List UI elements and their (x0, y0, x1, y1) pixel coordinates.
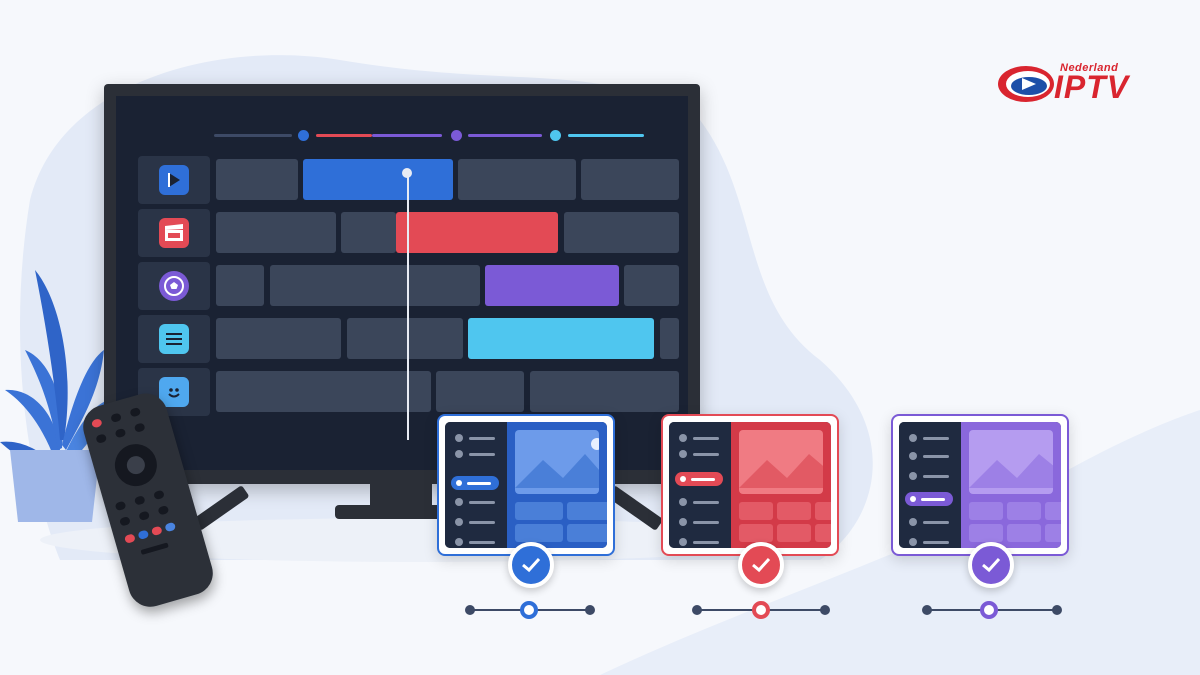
tv-stand-base (335, 505, 463, 519)
preview-content (731, 422, 831, 548)
image-placeholder-icon (969, 430, 1053, 494)
program-slot-highlight-red[interactable] (396, 212, 558, 253)
program-slot[interactable] (458, 159, 576, 200)
program-slot[interactable] (436, 371, 524, 412)
preview-selected-item (905, 492, 953, 506)
timeline-segment-cyan (568, 134, 644, 137)
channel-tile[interactable] (138, 315, 210, 363)
remote-button[interactable] (95, 433, 108, 444)
smiley-icon (159, 377, 189, 407)
logo-product-text: IPTV (1054, 69, 1130, 105)
step-dot (585, 605, 595, 615)
timeline-segment (214, 134, 292, 137)
timeline-segment-purple (372, 134, 442, 137)
television (104, 84, 700, 484)
soccer-ball-icon (159, 271, 189, 301)
blue-button[interactable] (137, 529, 150, 540)
check-icon (738, 542, 784, 588)
program-slot-highlight-blue[interactable] (303, 159, 453, 200)
plant-decoration (0, 270, 108, 522)
step-dot (465, 605, 475, 615)
preview-selected-item (675, 472, 723, 486)
timeline-dot-cyan (550, 130, 561, 141)
check-icon (968, 542, 1014, 588)
program-slot[interactable] (347, 318, 463, 359)
program-slot[interactable] (660, 318, 679, 359)
preview-sidebar (669, 422, 731, 548)
theme-preview (445, 422, 607, 548)
image-placeholder-icon (739, 430, 823, 494)
step-dot (692, 605, 702, 615)
preview-content (961, 422, 1061, 548)
remote-button[interactable] (133, 495, 146, 506)
step-dot (820, 605, 830, 615)
timeline-dot-purple (451, 130, 462, 141)
image-placeholder-icon (515, 430, 599, 494)
program-slot[interactable] (216, 212, 336, 253)
preview-sidebar (445, 422, 507, 548)
channel-tile[interactable] (138, 209, 210, 257)
theme-card-blue[interactable] (437, 414, 615, 556)
remote-button[interactable] (138, 510, 151, 522)
check-icon (508, 542, 554, 588)
power-button[interactable] (90, 418, 103, 429)
program-slot[interactable] (216, 318, 341, 359)
timeline-playhead (407, 172, 409, 440)
theme-preview (669, 422, 831, 548)
program-slot-highlight-purple[interactable] (485, 265, 619, 306)
channel-tile[interactable] (138, 156, 210, 204)
play-icon (159, 165, 189, 195)
program-slot[interactable] (341, 212, 396, 253)
logo-country-text: Nederland (1060, 62, 1119, 74)
remote-button[interactable] (133, 422, 146, 433)
program-slot[interactable] (216, 265, 264, 306)
preview-sidebar (899, 422, 961, 548)
remote-button[interactable] (119, 516, 131, 527)
program-slot[interactable] (530, 371, 679, 412)
remote-button[interactable] (153, 489, 165, 501)
red-button[interactable] (123, 533, 136, 544)
program-slot-highlight-cyan[interactable] (468, 318, 654, 359)
step-dot (1052, 605, 1062, 615)
ok-button[interactable] (124, 453, 148, 477)
blue-button[interactable] (164, 521, 177, 533)
preview-content (507, 422, 607, 548)
remote-button[interactable] (129, 406, 142, 418)
tv-stand-neck (370, 484, 432, 508)
step-active-ring[interactable] (980, 601, 998, 619)
theme-card-red[interactable] (661, 414, 839, 556)
remote-button[interactable] (140, 542, 169, 555)
program-slot[interactable] (581, 159, 679, 200)
logo-emblem-icon (998, 66, 1054, 102)
program-slot[interactable] (216, 159, 298, 200)
timeline-segment-purple-2 (468, 134, 542, 137)
step-active-ring[interactable] (752, 601, 770, 619)
timeline-dot-blue (298, 130, 309, 141)
remote-button[interactable] (114, 500, 127, 512)
preview-selected-item (451, 476, 499, 490)
list-icon (159, 324, 189, 354)
red-button[interactable] (150, 525, 163, 537)
playhead-handle[interactable] (402, 168, 412, 178)
remote-button[interactable] (110, 412, 122, 423)
theme-preview (899, 422, 1061, 548)
dpad[interactable] (109, 439, 162, 492)
tv-screen (116, 96, 688, 470)
theme-card-purple[interactable] (891, 414, 1069, 556)
step-dot (922, 605, 932, 615)
remote-button[interactable] (157, 505, 170, 516)
brand-logo: Nederland IPTV (996, 62, 1166, 106)
clapperboard-icon (159, 218, 189, 248)
timeline-segment-red (316, 134, 372, 137)
channel-tile[interactable] (138, 262, 210, 310)
step-active-ring[interactable] (520, 601, 538, 619)
program-slot[interactable] (564, 212, 679, 253)
remote-button[interactable] (114, 427, 127, 439)
program-slot[interactable] (216, 371, 431, 412)
program-slot[interactable] (270, 265, 480, 306)
program-slot[interactable] (624, 265, 679, 306)
